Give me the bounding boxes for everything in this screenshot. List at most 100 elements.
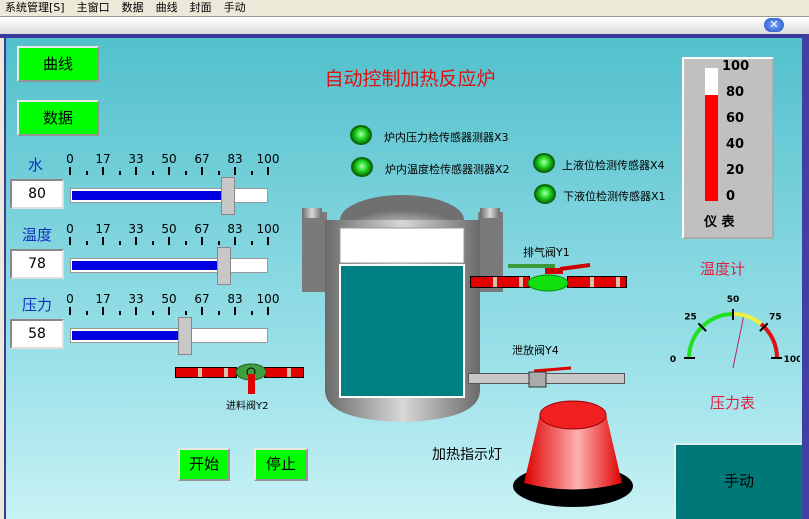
- menu-system[interactable]: 系统管理[S]: [5, 1, 65, 14]
- start-button[interactable]: 开始: [178, 448, 230, 481]
- gauge-tick-label: 25: [684, 313, 697, 323]
- scale-tick: [234, 237, 236, 245]
- scale-tick: [184, 241, 187, 245]
- gauge-tick-label: 50: [727, 295, 740, 305]
- scale-tick: [168, 237, 170, 245]
- scale-tick-label: 17: [95, 222, 111, 236]
- scale-tick: [250, 171, 253, 175]
- menu-cover[interactable]: 封面: [189, 1, 212, 14]
- slider-fill: [72, 191, 227, 200]
- slider-fill: [72, 331, 184, 340]
- data-button[interactable]: 数据: [17, 100, 99, 136]
- scale-tick: [151, 241, 154, 245]
- slider-value-input[interactable]: 78: [10, 249, 64, 279]
- thermometer-tick: 20: [726, 163, 745, 178]
- stop-button[interactable]: 停止: [254, 448, 308, 481]
- sensor-led-x4: [533, 153, 555, 173]
- gauge-arc: [732, 312, 763, 326]
- scale-tick: [85, 241, 88, 245]
- thermometer-tick: 60: [726, 111, 745, 126]
- scale-tick: [151, 171, 154, 175]
- gauge-tick-label: 100: [784, 355, 800, 365]
- thermometer-tick: 80: [726, 85, 745, 100]
- scale-tick-label: 50: [161, 292, 177, 306]
- scale-tick-label: 83: [227, 292, 243, 306]
- reactor-vessel: [302, 195, 503, 422]
- slider-track[interactable]: [70, 177, 268, 215]
- scale-tick: [135, 307, 137, 315]
- curve-button[interactable]: 曲线: [17, 46, 99, 82]
- gauge-tick-label: 0: [670, 355, 676, 365]
- slider-fill: [72, 261, 223, 270]
- slider-track[interactable]: [70, 247, 268, 285]
- page-title: 自动控制加热反应炉: [324, 68, 496, 90]
- slider-label: 压力: [22, 296, 53, 314]
- thermometer-tick: 100: [722, 59, 750, 74]
- menu-main-window[interactable]: 主窗口: [76, 1, 110, 14]
- scale-tick: [118, 241, 121, 245]
- heater-indicator-lamp: [513, 400, 633, 507]
- discharge-valve[interactable]: [526, 363, 576, 389]
- feed-pipe-right: [264, 367, 304, 378]
- gauge-tick: [759, 322, 769, 332]
- scale-tick-label: 67: [194, 292, 210, 306]
- scale-tick-label: 100: [256, 222, 280, 236]
- exhaust-valve-label: 排气阀Y1: [523, 246, 570, 259]
- scale-tick: [69, 237, 71, 245]
- slider-value-input[interactable]: 80: [10, 179, 64, 209]
- scale-tick-label: 67: [194, 222, 210, 236]
- scale-tick: [201, 237, 203, 245]
- slider-value-input[interactable]: 58: [10, 319, 64, 349]
- scale-tick: [85, 311, 88, 315]
- scale-tick: [102, 167, 104, 175]
- thermometer-tick: 40: [726, 137, 745, 152]
- scale-tick: [118, 311, 121, 315]
- thermometer-tick: 0: [726, 189, 736, 204]
- sensor-label-x3: 炉内压力检传感器测器X3: [384, 131, 509, 144]
- slider-thumb[interactable]: [216, 247, 231, 285]
- scale-tick: [118, 171, 121, 175]
- menu-manual[interactable]: 手动: [223, 1, 246, 14]
- scale-tick: [168, 167, 170, 175]
- feed-valve-label: 进料阀Y2: [226, 401, 269, 412]
- gauge-needle: [732, 317, 744, 369]
- title-bar: [0, 16, 809, 34]
- feed-valve[interactable]: [234, 362, 268, 397]
- window-border: [0, 34, 809, 38]
- scale-tick: [102, 307, 104, 315]
- menu-data[interactable]: 数据: [121, 1, 144, 14]
- sensor-label-x4: 上液位检测传感器X4: [562, 159, 665, 172]
- scale-tick-label: 100: [256, 152, 280, 166]
- thermometer-caption: 仪 表: [704, 215, 735, 230]
- menu-curve[interactable]: 曲线: [155, 1, 178, 14]
- scale-tick-label: 50: [161, 222, 177, 236]
- scale-tick: [85, 171, 88, 175]
- slider-thumb[interactable]: [220, 177, 235, 215]
- thermometer-panel: 100 80 60 40 20 0 仪 表: [682, 57, 774, 239]
- feed-pipe-left: [175, 367, 237, 378]
- menu-bar: 系统管理[S] 主窗口 数据 曲线 封面 手动: [0, 0, 809, 16]
- manual-button[interactable]: 手动: [674, 443, 802, 519]
- exhaust-valve[interactable]: [505, 263, 600, 293]
- scale-tick: [217, 171, 220, 175]
- scale-tick: [184, 171, 187, 175]
- heater-label: 加热指示灯: [432, 447, 502, 463]
- thermometer-fill: [705, 94, 718, 201]
- slider-label: 温度: [22, 226, 53, 244]
- scale-tick: [234, 307, 236, 315]
- scale-tick: [250, 311, 253, 315]
- scale-tick-label: 33: [128, 222, 144, 236]
- slider-thumb[interactable]: [177, 317, 192, 355]
- scale-tick: [168, 307, 170, 315]
- sensor-led-x1: [534, 184, 556, 204]
- close-icon[interactable]: ✕: [764, 18, 784, 32]
- slider-track[interactable]: [70, 317, 268, 355]
- scale-tick: [217, 241, 220, 245]
- discharge-valve-label: 泄放阀Y4: [512, 344, 559, 357]
- scale-tick: [217, 311, 220, 315]
- scale-tick: [201, 167, 203, 175]
- thermometer-tube: [705, 68, 718, 201]
- gauge-title: 压力表: [710, 394, 756, 412]
